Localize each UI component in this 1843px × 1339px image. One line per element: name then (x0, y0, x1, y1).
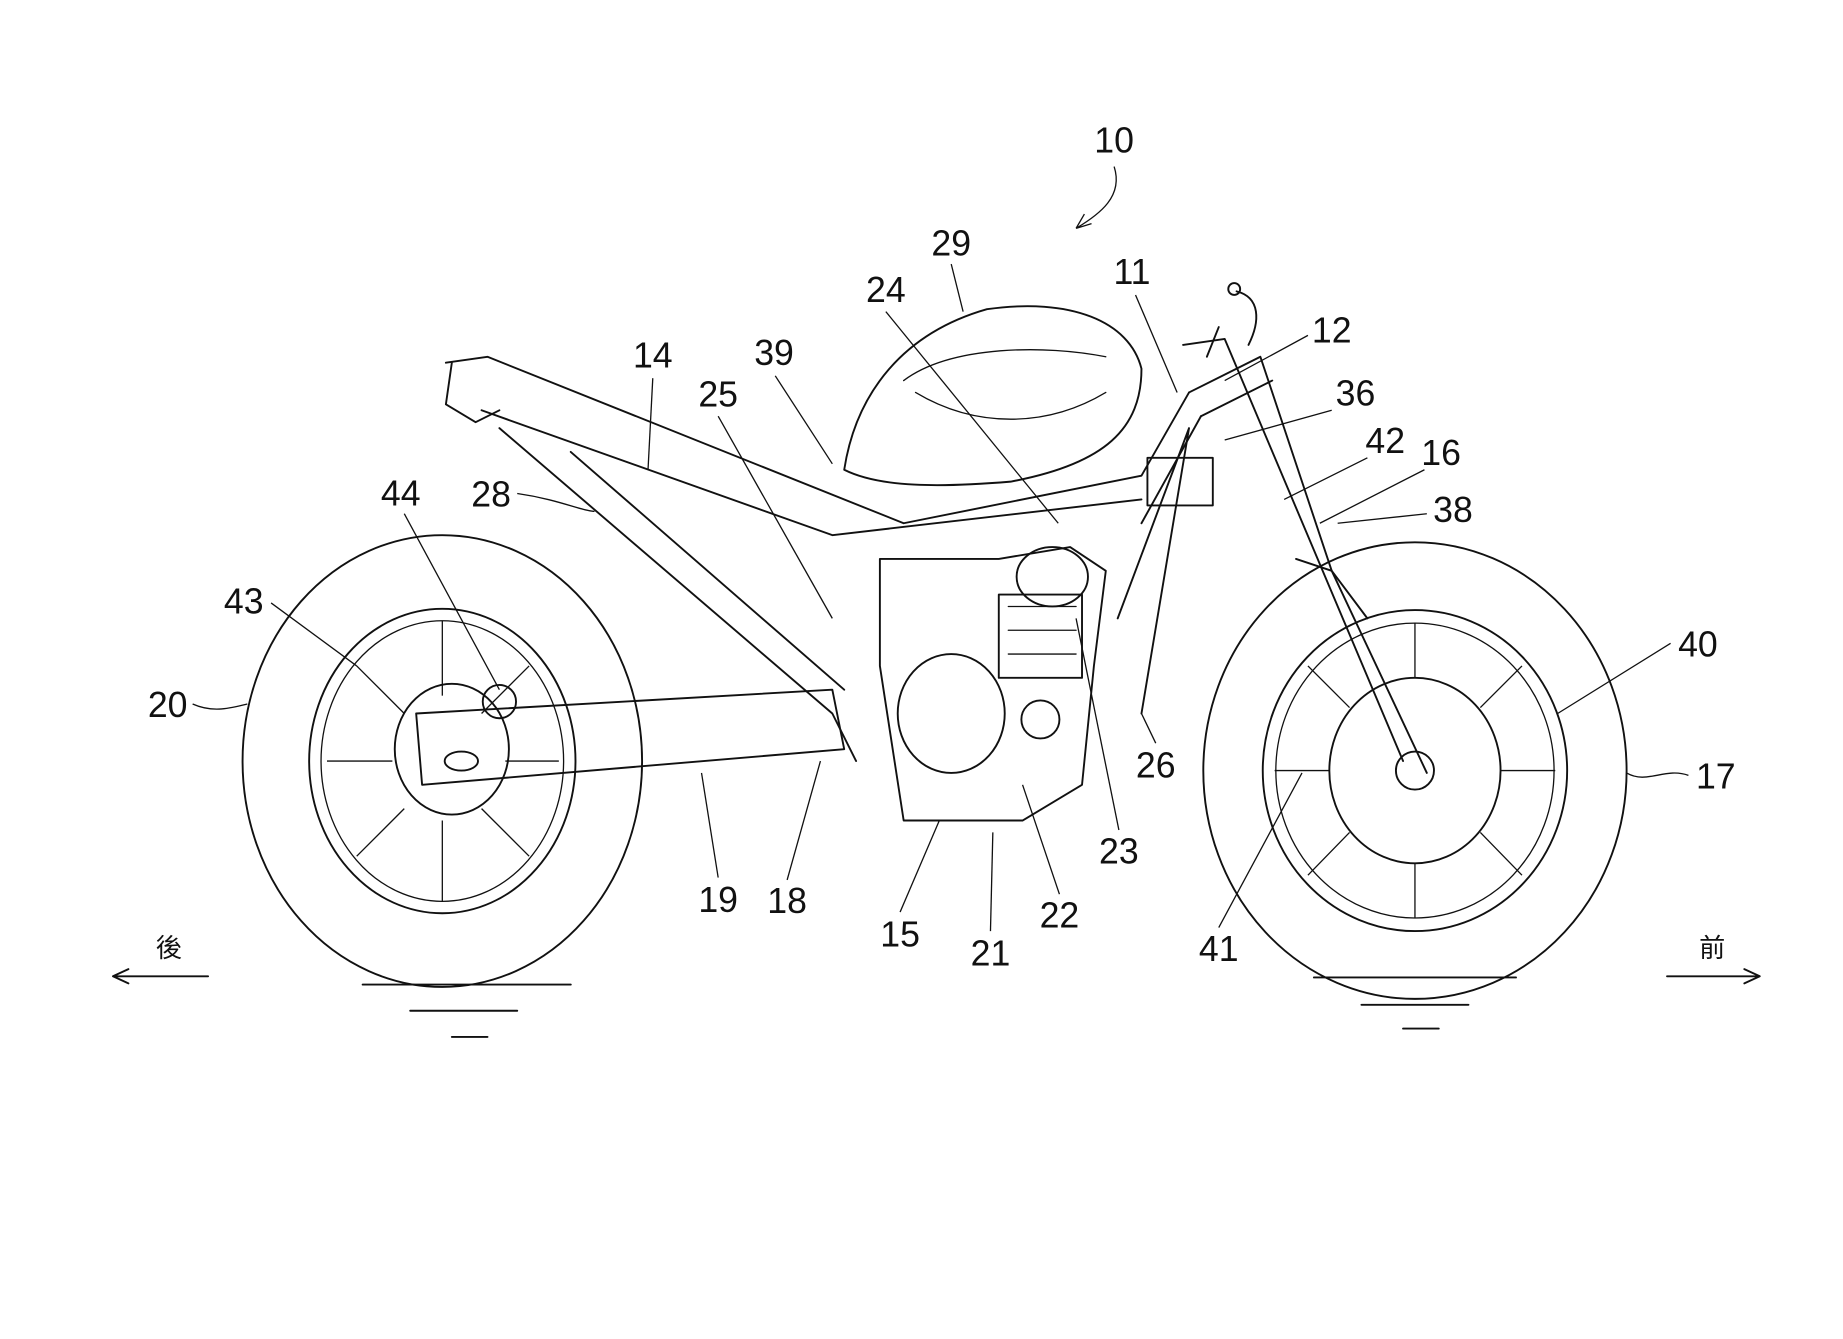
numeral-28: 28 (471, 475, 511, 515)
numeral-17: 17 (1696, 756, 1736, 796)
numeral-21: 21 (971, 934, 1011, 974)
leader-lines (192, 166, 1689, 932)
numeral-25: 25 (698, 375, 738, 415)
direction-rear-label: 後 (156, 934, 182, 964)
front-fork (1146, 282, 1428, 774)
numeral-39: 39 (754, 333, 794, 373)
numeral-12: 12 (1312, 311, 1352, 351)
numeral-18: 18 (767, 881, 807, 921)
numeral-22: 22 (1040, 896, 1080, 936)
numeral-40: 40 (1678, 624, 1718, 664)
numeral-23: 23 (1099, 831, 1139, 871)
numeral-41: 41 (1199, 929, 1239, 969)
numeral-29: 29 (931, 224, 971, 264)
numeral-20: 20 (148, 685, 188, 725)
numeral-11: 11 (1113, 252, 1150, 292)
reference-numerals: 10 29 24 11 12 36 42 16 38 14 39 25 44 2… (148, 120, 1736, 973)
numeral-24: 24 (866, 270, 906, 310)
front-direction-arrow: 前 (1666, 934, 1761, 985)
numeral-38: 38 (1433, 490, 1473, 530)
numeral-36: 36 (1336, 374, 1376, 414)
numeral-14: 14 (633, 335, 673, 375)
numeral-44: 44 (381, 473, 421, 513)
numeral-10: 10 (1094, 120, 1134, 160)
numeral-42: 42 (1365, 421, 1405, 461)
numeral-19: 19 (698, 880, 738, 920)
numeral-16: 16 (1421, 433, 1461, 473)
frame (444, 355, 1369, 763)
numeral-15: 15 (880, 915, 920, 955)
rear-wheel (241, 534, 644, 988)
swingarm (415, 684, 846, 786)
direction-front-label: 前 (1699, 934, 1725, 964)
rear-direction-arrow: 後 (112, 934, 210, 985)
fuel-tank (843, 305, 1143, 487)
front-wheel (1202, 541, 1628, 1000)
numeral-26: 26 (1136, 746, 1176, 786)
ground-lines (361, 976, 1517, 1038)
numeral-43: 43 (224, 582, 264, 622)
engine (878, 546, 1107, 822)
